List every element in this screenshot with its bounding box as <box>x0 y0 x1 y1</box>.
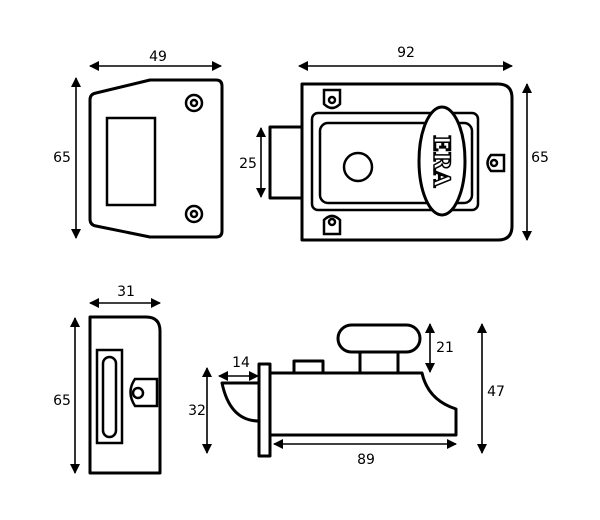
keyhole-icon <box>342 151 374 183</box>
dim-label: 25 <box>239 156 257 172</box>
dim-label: 92 <box>397 45 415 61</box>
keep-side-view <box>88 315 162 475</box>
era-logo: ERA <box>428 135 454 188</box>
dim-label: 47 <box>487 384 505 400</box>
latch-bolt <box>220 381 261 423</box>
dim-label: 65 <box>53 150 71 166</box>
screw-icon <box>184 204 204 224</box>
case-side-view <box>220 323 458 458</box>
screw-tab-icon <box>322 88 342 110</box>
dim-label: 65 <box>531 150 549 166</box>
keep-front-view <box>88 78 224 239</box>
screw-tab-icon <box>322 214 342 236</box>
dim-label: 89 <box>357 452 375 468</box>
case-front-view: ERA <box>268 82 514 242</box>
screw-tab-icon <box>129 377 159 408</box>
dim-label: 65 <box>53 393 71 409</box>
era-logo-badge <box>417 105 467 217</box>
screw-icon <box>184 93 204 113</box>
screw-tab-icon <box>486 153 506 173</box>
dim-label: 49 <box>149 49 167 65</box>
dim-label: 32 <box>188 403 206 419</box>
dim-label: 14 <box>232 355 250 371</box>
knob-cap <box>336 323 422 354</box>
dim-label: 21 <box>436 340 454 356</box>
dim-label: 31 <box>117 284 135 300</box>
